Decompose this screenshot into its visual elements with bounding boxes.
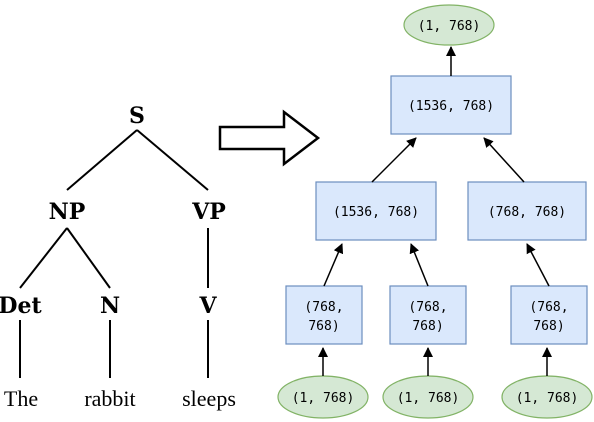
edge-np-det (19, 227, 68, 289)
input-node-3-label: (1, 768) (516, 391, 579, 406)
word-the: The (4, 386, 38, 411)
det-node-line1: (768, (304, 300, 343, 315)
edge-s-np (66, 129, 138, 191)
output-node (403, 4, 495, 46)
arrow-v-vp (526, 243, 550, 287)
edge-np-n (66, 227, 111, 289)
n-node (389, 285, 467, 345)
n-node-line1: (768, (408, 300, 447, 315)
np-node (315, 181, 437, 241)
v-node (510, 285, 588, 345)
root-node-label: (1536, 768) (408, 99, 494, 114)
node-s: S (129, 103, 145, 129)
vp-node (467, 181, 587, 241)
shape-network: (1, 768) (1536, 768) (1536, 768) (768, 7… (277, 4, 593, 419)
arrow-n-np (409, 243, 429, 287)
v-node-line1: (768, (529, 300, 568, 315)
input-node-1-label: (1, 768) (292, 391, 355, 406)
arrow-np-root (371, 137, 417, 183)
parse-tree: S NP VP Det N V The rabbit sleeps (0, 103, 236, 411)
root-node (390, 75, 512, 135)
node-np: NP (49, 199, 86, 225)
np-node-label: (1536, 768) (333, 205, 419, 220)
word-rabbit: rabbit (84, 386, 135, 411)
word-sleeps: sleeps (182, 386, 236, 411)
det-node-line2: 768) (308, 319, 339, 334)
edge-s-vp (136, 129, 209, 191)
node-vp: VP (191, 199, 226, 225)
node-v: V (198, 293, 217, 319)
input-node-2-label: (1, 768) (397, 391, 460, 406)
vp-node-label: (768, 768) (488, 205, 566, 220)
n-node-line2: 768) (412, 319, 443, 334)
det-node (285, 285, 363, 345)
arrow-det-np (323, 243, 344, 287)
output-node-label: (1, 768) (418, 19, 481, 34)
transform-arrow-icon (218, 109, 321, 167)
node-det: Det (0, 293, 42, 319)
v-node-line2: 768) (533, 319, 564, 334)
arrow-vp-root (483, 137, 525, 183)
node-n: N (100, 293, 120, 319)
